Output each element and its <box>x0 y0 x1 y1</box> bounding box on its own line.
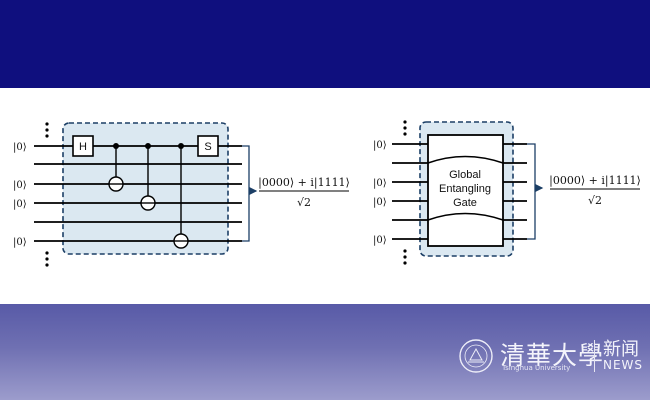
ket-label: |0⟩ <box>373 235 387 246</box>
university-subtitle: Tsinghua University <box>502 364 571 372</box>
gate-curve-bottom <box>427 212 504 221</box>
left-circuit: |0⟩ |0⟩ |0⟩ |0⟩ H <box>13 122 258 267</box>
news-label-cn: 新闻 <box>603 339 639 360</box>
state-denominator: √2 <box>297 196 311 209</box>
ellipsis-dots-top <box>403 120 407 136</box>
logo-divider <box>594 340 595 372</box>
cnot-gate <box>108 143 124 192</box>
phase-gate <box>197 135 219 157</box>
output-bracket <box>242 145 250 242</box>
ket-label: |0⟩ <box>13 237 27 248</box>
left-output-state: |0000⟩ + i|1111⟩ √2 <box>258 176 350 209</box>
gate-label-line: Global <box>449 169 481 181</box>
tsinghua-news-logo[interactable]: 清華大學 Tsinghua University 新闻 NEWS <box>456 336 646 376</box>
state-denominator: √2 <box>588 194 602 207</box>
state-numerator: |0000⟩ + i|1111⟩ <box>549 174 641 188</box>
news-label-en: NEWS <box>603 358 644 372</box>
ellipsis-dots-bottom <box>403 249 407 265</box>
hadamard-gate <box>72 135 94 157</box>
global-entangling-gate <box>427 134 504 247</box>
right-output-state: |0000⟩ + i|1111⟩ √2 <box>549 174 641 207</box>
cnot-gate <box>173 143 189 249</box>
top-banner <box>0 0 650 88</box>
ket-label: |0⟩ <box>13 199 27 210</box>
hadamard-gate-label: H <box>79 141 87 153</box>
ket-label: |0⟩ <box>13 180 27 191</box>
circuit-figure: |0⟩ |0⟩ |0⟩ |0⟩ H <box>0 88 650 304</box>
gate-curve-top <box>427 155 504 164</box>
ellipsis-dots-top <box>45 122 49 138</box>
ket-label: |0⟩ <box>373 178 387 189</box>
bottom-banner <box>0 304 650 400</box>
university-seal-icon <box>459 339 493 373</box>
output-bracket <box>527 143 536 240</box>
right-circuit: |0⟩ |0⟩ |0⟩ |0⟩ Global Entangling Gate <box>373 120 544 265</box>
phase-gate-label: S <box>204 141 211 153</box>
circuit-diagram: |0⟩ |0⟩ |0⟩ |0⟩ H <box>13 120 641 267</box>
gate-label-line: Gate <box>453 197 477 209</box>
state-numerator: |0000⟩ + i|1111⟩ <box>258 176 350 190</box>
ket-label: |0⟩ <box>13 142 27 153</box>
ellipsis-dots-bottom <box>45 251 49 267</box>
cnot-gate <box>140 143 156 211</box>
ket-label: |0⟩ <box>373 140 387 151</box>
university-name: 清華大學 <box>500 341 605 370</box>
ket-label: |0⟩ <box>373 197 387 208</box>
gate-label-line: Entangling <box>439 183 491 195</box>
